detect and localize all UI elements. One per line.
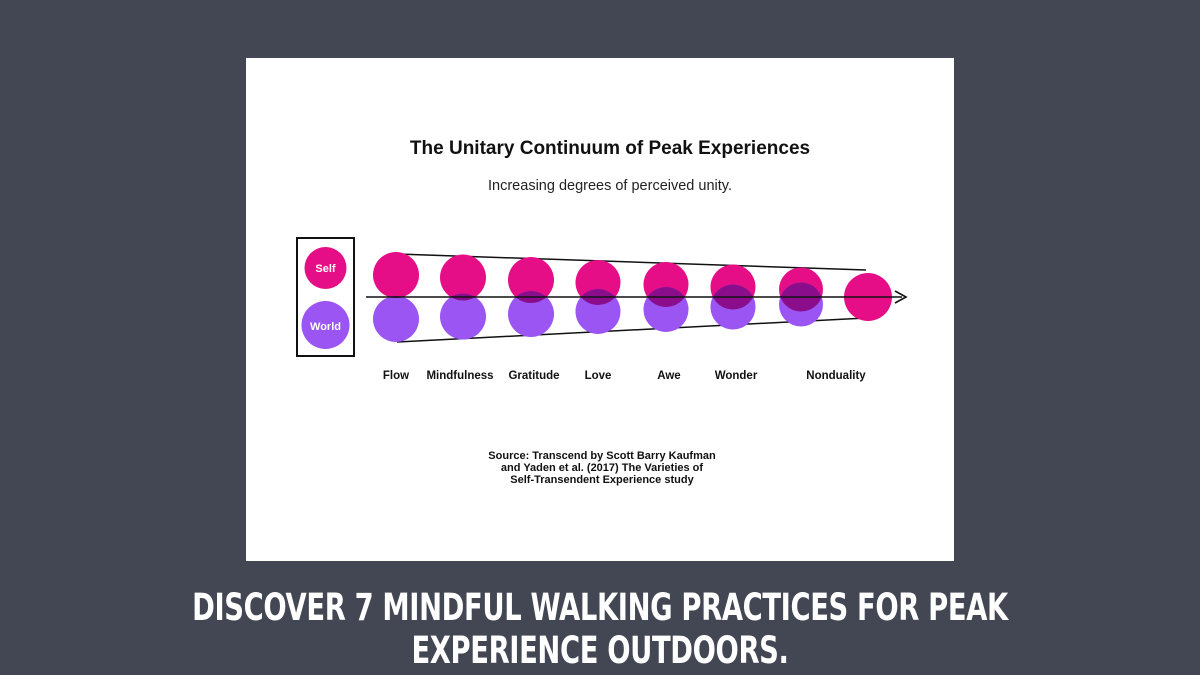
source-line-2: and Yaden et al. (2017) The Varieties of <box>501 462 703 474</box>
world-circle <box>440 293 486 340</box>
funnel-top-line <box>396 253 867 271</box>
diagram-title: The Unitary Continuum of Peak Experience… <box>410 138 810 159</box>
stage-label: Flow <box>383 370 409 382</box>
legend-self-circle <box>304 247 347 289</box>
source-citation: Source: Transcend by Scott Barry Kaufman… <box>488 450 716 486</box>
overlap-region <box>575 289 621 305</box>
stage-labels: Flow Mindfulness Gratitude Love Awe Wonder Non… <box>383 370 866 382</box>
legend-world-circle <box>301 301 350 349</box>
stage-label: Love <box>585 370 612 382</box>
page-caption: DISCOVER 7 MINDFUL WALKING PRACTICES FOR… <box>192 586 1008 672</box>
stage-label: Gratitude <box>508 370 559 382</box>
legend-box <box>296 237 355 357</box>
legend-world-label: World <box>310 321 341 333</box>
source-line-1: Source: Transcend by Scott Barry Kaufman <box>488 450 716 462</box>
world-circle <box>373 296 419 342</box>
stage-label: Mindfulness <box>426 370 493 382</box>
stage-label: Nonduality <box>806 370 866 382</box>
stage-label: Awe <box>657 370 680 382</box>
legend-self-label: Self <box>315 263 336 275</box>
self-circle <box>373 252 419 298</box>
world-circle <box>508 291 554 337</box>
stage-label: Wonder <box>715 370 758 382</box>
overlap-region <box>643 287 689 307</box>
stage-circles <box>373 252 892 342</box>
arrow-right-icon <box>894 290 908 304</box>
overlap-region <box>710 284 756 310</box>
self-circle <box>508 257 554 303</box>
self-circle <box>440 254 486 301</box>
diagram-subtitle: Increasing degrees of perceived unity. <box>488 178 732 194</box>
source-line-3: Self-Transendent Experience study <box>510 474 694 486</box>
overlap-region <box>779 282 823 312</box>
slide-card: The Unitary Continuum of Peak Experience… <box>246 58 954 561</box>
unitary-continuum-diagram: The Unitary Continuum of Peak Experience… <box>296 138 908 486</box>
